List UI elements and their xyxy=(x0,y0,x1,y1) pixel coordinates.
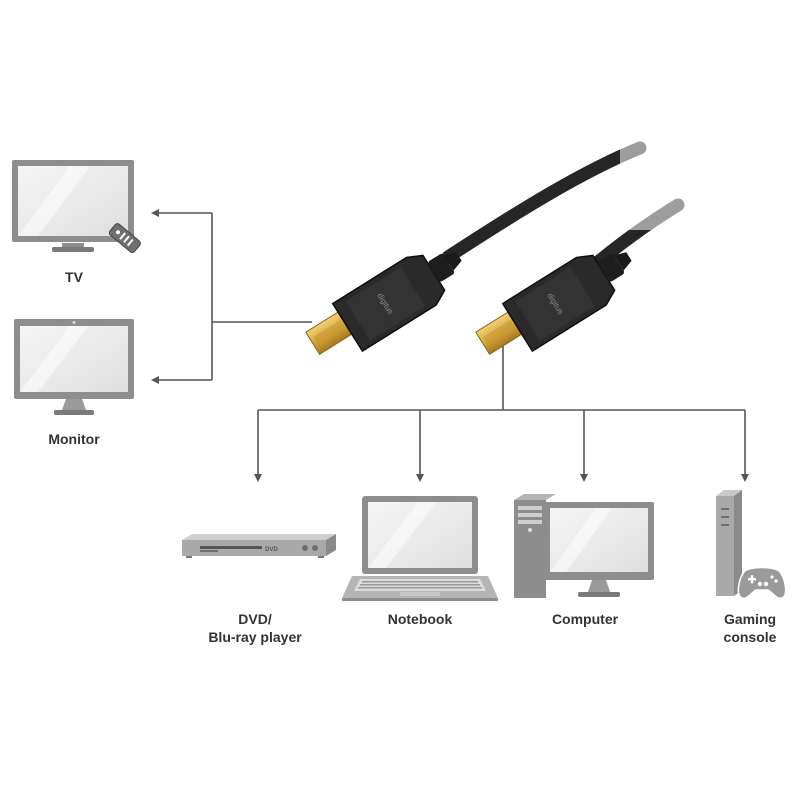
gaming-console-icon xyxy=(716,490,787,600)
hdmi-connector-left: digitus xyxy=(305,252,462,355)
dvd-player-icon: DVD xyxy=(182,534,336,558)
tv-remote-icon xyxy=(108,223,141,253)
monitor-icon xyxy=(14,319,134,415)
computer-icon xyxy=(514,494,654,598)
cable-strand-left xyxy=(441,141,647,264)
label-notebook: Notebook xyxy=(387,611,453,627)
dvd-device-text: DVD xyxy=(265,547,278,553)
gamepad-icon xyxy=(737,566,787,600)
label-tv: TV xyxy=(65,269,83,285)
computer-tower xyxy=(514,494,556,500)
label-computer: Computer xyxy=(551,611,619,627)
notebook-icon xyxy=(342,496,498,601)
label-monitor: Monitor xyxy=(48,431,100,447)
label-dvd: DVD/ Blu-ray player xyxy=(208,611,302,645)
notebook-keyboard xyxy=(358,581,482,589)
connection-lines xyxy=(151,209,749,482)
hdmi-connector-right: digitus xyxy=(475,252,632,355)
tv-icon xyxy=(12,160,141,253)
hdmi-cable-icon: digitus digitus xyxy=(305,120,700,355)
label-gaming: Gaming console xyxy=(723,611,777,645)
